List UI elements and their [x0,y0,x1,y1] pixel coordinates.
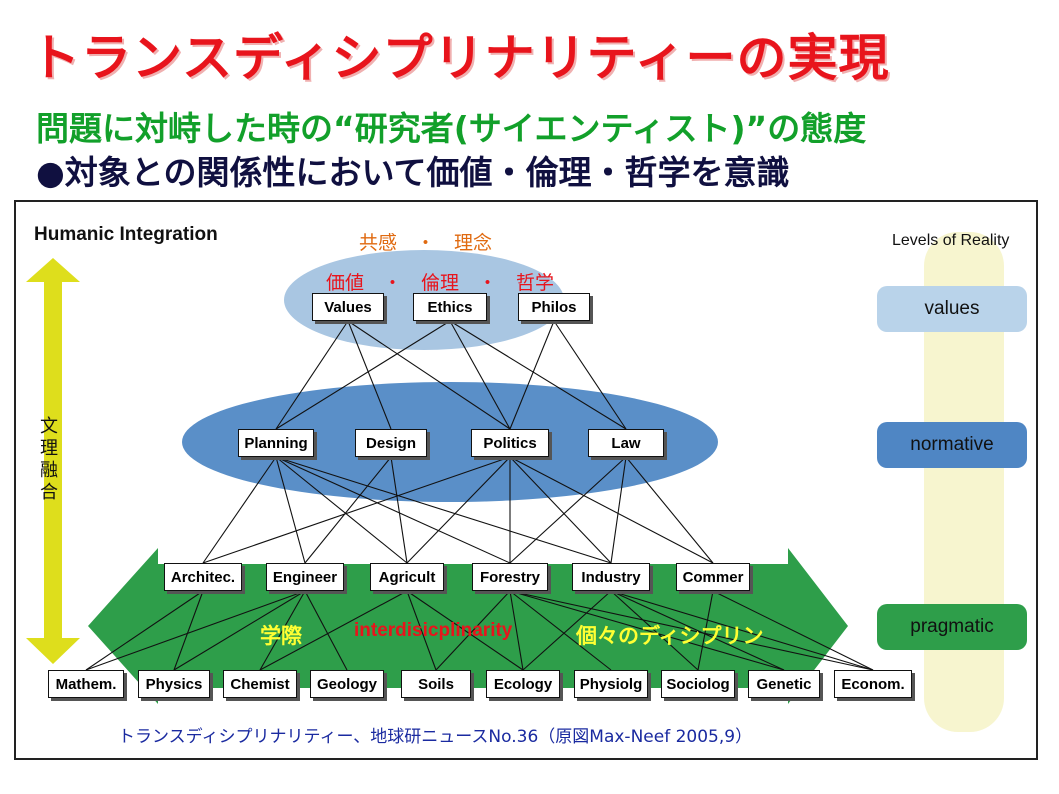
page-title: トランスディシプリナリティーの実現 [30,29,890,87]
connector-line [509,590,785,671]
node-commer: Commer [676,563,750,591]
connector-line [275,320,349,430]
connector-line [406,590,524,671]
connector-line [202,456,511,564]
node-engineer: Engineer [266,563,344,591]
node-chemist: Chemist [223,670,297,698]
node-architec: Architec. [164,563,242,591]
bunri-yugo-label: 文理融合 [40,416,58,503]
connector-line [509,590,874,671]
connector-line [173,590,204,671]
node-forestry: Forestry [472,563,548,591]
connector-line [610,590,699,671]
connector-line [509,590,612,671]
connector-line [509,456,714,564]
connector-line [509,456,627,564]
connector-line [625,456,714,564]
empathy-idea-label: 共感 ・ 理念 [359,232,493,254]
connector-line [275,456,511,564]
connector-line [712,590,874,671]
value-ethics-philosophy-label: 価値 ・ 倫理 ・ 哲学 [326,272,555,294]
connector-line [347,320,511,430]
node-law: Law [588,429,664,457]
node-mathem: Mathem. [48,670,124,698]
level-pragmatic: pragmatic [877,604,1027,650]
connector-line [697,590,714,671]
connector-line [275,456,306,564]
connector-line [304,590,348,671]
node-design: Design [355,429,427,457]
connector-line [275,456,408,564]
connection-lines [85,320,874,671]
node-ecology: Ecology [486,670,560,698]
connector-line [509,590,524,671]
connector-line [435,590,511,671]
connector-line [553,320,627,430]
levels-of-reality-label: Levels of Reality [892,232,1010,249]
connector-line [85,590,306,671]
connector-line [390,456,408,564]
connector-line [275,456,612,564]
node-industry: Industry [572,563,650,591]
connector-line [85,590,204,671]
node-physics: Physics [138,670,210,698]
diagram-frame: Humanic Integration Levels of Reality 文理… [14,200,1038,760]
node-politics: Politics [471,429,549,457]
level-normative: normative [877,422,1027,468]
node-econom: Econom. [834,670,912,698]
connector-line [509,320,555,430]
humanic-integration-label: Humanic Integration [34,224,218,245]
connector-line [304,456,392,564]
connector-line [259,590,306,671]
connector-line [347,320,392,430]
individual-disciplines-label: 個々のディシプリン [576,624,764,648]
connector-line [610,590,785,671]
connector-line [509,456,612,564]
connector-line [610,456,627,564]
level-values: values [877,286,1027,332]
gakusai-label: 学際 [260,624,302,648]
connector-line [173,590,306,671]
yellow-arrow-shape [26,258,80,664]
connector-line [275,320,451,430]
connector-line [610,590,874,671]
subtitle-researcher-attitude: 問題に対峙した時の“研究者(サイエンティスト)”の態度 [36,109,867,148]
connector-line [406,456,511,564]
connector-line [449,320,627,430]
source-caption: トランスディシプリナリティー、地球研ニュースNo.36（原図Max-Neef 2… [118,727,753,747]
node-sociolog: Sociolog [661,670,735,698]
node-physiolg: Physiolg [574,670,648,698]
node-philos: Philos [518,293,590,321]
connector-line [406,590,437,671]
connector-line [259,590,408,671]
node-planning: Planning [238,429,314,457]
connector-line [522,590,612,671]
node-soils: Soils [401,670,471,698]
subtitle-values-ethics: ●対象との関係性において価値・倫理・哲学を意識 [36,153,790,192]
node-genetic: Genetic [748,670,820,698]
normative-ellipse [182,382,718,502]
interdisciplinarity-label: interdisicplinarity [354,620,513,641]
node-ethics: Ethics [413,293,487,321]
node-values: Values [312,293,384,321]
node-geology: Geology [310,670,384,698]
connector-line [449,320,511,430]
node-agricult: Agricult [370,563,444,591]
connector-line [202,456,277,564]
